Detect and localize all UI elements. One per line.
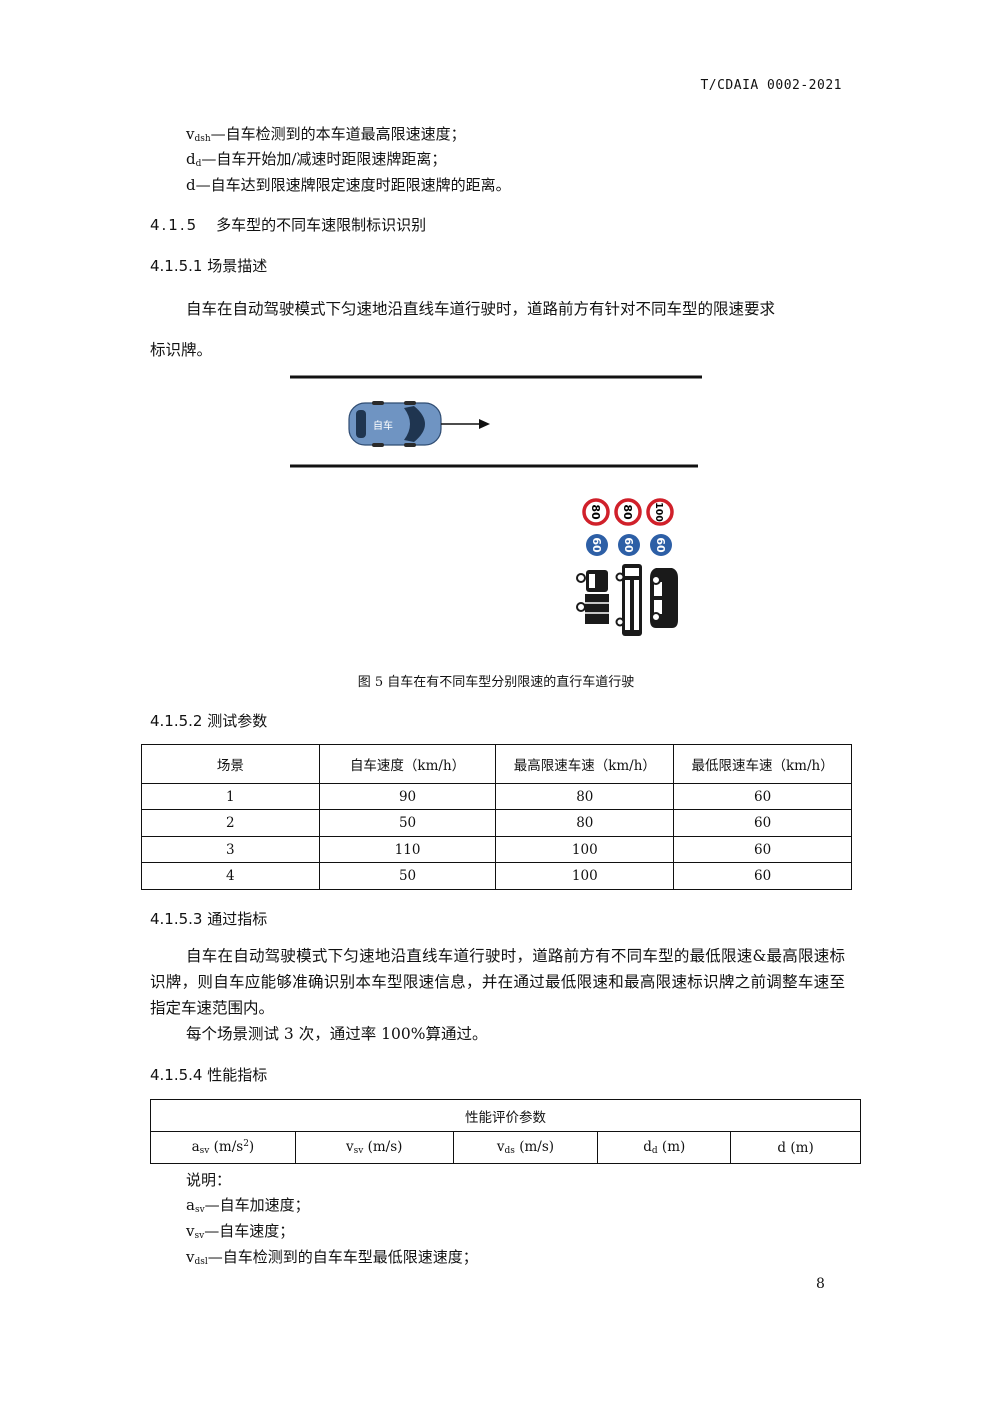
document-code: T/CDAIA 0002-2021 [700, 78, 842, 93]
ego-car-icon [348, 401, 442, 447]
truck-icon [576, 570, 609, 624]
definition-d: d—自车达到限速牌限定速度时距限速牌的距离。 [186, 176, 511, 194]
scene-description-line1: 自车在自动驾驶模式下匀速地沿直线车道行驶时，道路前方有针对不同车型的限速要求 [186, 300, 776, 318]
svg-text:60: 60 [622, 537, 635, 553]
subsection-params-title: 4.1.5.2 测试参数 [150, 712, 268, 730]
ego-car-label: 自车 [373, 419, 393, 432]
column-header: d (m) [730, 1131, 861, 1164]
note-vsv: vsv—自车速度； [186, 1222, 295, 1241]
definition-vdsh: vdsh—自车检测到的本车道最高限速速度； [186, 125, 466, 144]
performance-header-row: asv (m/s2) vsv (m/s) vds (m/s) dd (m) d … [150, 1131, 861, 1164]
performance-table-title: 性能评价参数 [150, 1099, 861, 1132]
speed-sign-min-2: 60 [618, 534, 640, 556]
svg-text:80: 80 [621, 504, 634, 520]
svg-text:100: 100 [653, 502, 664, 522]
scenario-figure: 自车 80 80 100 60 60 60 [290, 375, 702, 636]
speed-sign-min-1: 60 [586, 534, 608, 556]
direction-arrowhead [479, 419, 490, 429]
bus-icon [615, 564, 642, 636]
pass-rate-paragraph: 每个场景测试 3 次，通过率 100%算通过。 [186, 1025, 488, 1043]
scene-description-line2: 标识牌。 [150, 341, 213, 359]
pass-criteria-paragraph: 自车在自动驾驶模式下匀速地沿直线车道行驶时，道路前方有不同车型的最低限速&最高限… [150, 947, 845, 1017]
performance-table: 性能评价参数 asv (m/s2) vsv (m/s) vds (m/s) dd… [150, 1099, 861, 1164]
column-header: 最低限速车速（km/h） [673, 744, 852, 784]
speed-sign-min-3: 60 [650, 534, 672, 556]
subsection-performance-title: 4.1.5.4 性能指标 [150, 1066, 268, 1084]
subsection-scene-title: 4.1.5.1 场景描述 [150, 257, 268, 275]
figure-caption: 图 5 自车在有不同车型分别限速的直行车道行驶 [357, 675, 635, 690]
column-header: vds (m/s) [452, 1131, 599, 1164]
notes-intro: 说明： [186, 1171, 232, 1189]
table-header-row: 场景 自车速度（km/h） 最高限速车速（km/h） 最低限速车速（km/h） [141, 744, 852, 784]
column-header: dd (m) [597, 1131, 732, 1164]
speed-sign-max-2: 80 [614, 498, 642, 526]
column-header: vsv (m/s) [294, 1131, 454, 1164]
page-number: 8 [816, 1276, 825, 1292]
column-header: 自车速度（km/h） [318, 744, 497, 784]
car-icon [650, 568, 678, 628]
speed-sign-max-3: 100 [646, 498, 674, 526]
column-header: asv (m/s2) [150, 1131, 296, 1164]
subsection-pass-title: 4.1.5.3 通过指标 [150, 910, 268, 928]
note-vdsl: vdsl—自车检测到的自车车型最低限速速度； [186, 1248, 478, 1267]
svg-text:80: 80 [589, 504, 602, 520]
definition-dd: dd—自车开始加/减速时距限速牌距离； [186, 150, 447, 169]
column-header: 最高限速车速（km/h） [495, 744, 675, 784]
test-parameters-table: 场景 自车速度（km/h） 最高限速车速（km/h） 最低限速车速（km/h） … [141, 744, 852, 890]
speed-sign-max-1: 80 [582, 498, 610, 526]
svg-text:60: 60 [590, 537, 603, 553]
note-asv: asv—自车加速度； [186, 1196, 310, 1215]
column-header: 场景 [141, 744, 320, 784]
svg-text:60: 60 [654, 537, 667, 553]
